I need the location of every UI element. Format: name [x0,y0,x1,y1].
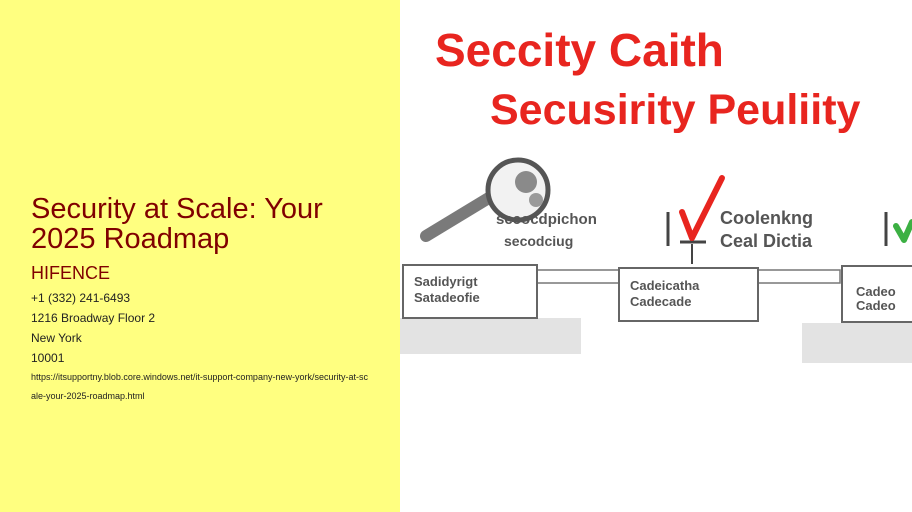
phone-number: +1 (332) 241-6493 [31,291,131,305]
green-checkmark-icon [884,212,912,246]
process-box-3 [841,265,912,323]
process-box-3-line-b: Cadeo [856,298,896,313]
roadmap-illustration: Seccity Caith Secusirity Peuliity secocd… [400,24,912,363]
connector-rail-2 [757,269,841,284]
red-checkmark-icon [666,175,725,264]
process-box-1-line-a: Sadidyrigt [414,274,478,289]
page-url: https://itsupportny.blob.core.windows.ne… [31,372,368,401]
address-zip: 10001 [31,351,65,365]
process-box-3-line-a: Cadeo [856,284,896,299]
company-name: HIFENCE [31,263,111,283]
illustration-heading-2: Secusirity Peuliity [490,86,861,134]
illustration-heading-1: Seccity Caith [435,24,724,76]
magnifier-icon [420,157,551,242]
illustration-panel: Seccity Caith Secusirity Peuliity secocd… [400,0,912,512]
address-street: 1216 Broadway Floor 2 [31,311,156,325]
step-2-caption-a: Coolenkng [720,208,813,228]
step-1-caption-b: secodciug [504,233,573,249]
process-box-2-line-a: Cadeicatha [630,278,700,293]
info-panel: Security at Scale: Your 2025 Roadmap HIF… [0,0,400,512]
base-slab-left [400,318,581,354]
base-slab-right [802,323,912,363]
connector-rail-1 [536,269,620,284]
page-title: Security at Scale: Your 2025 Roadmap [31,193,323,255]
process-box-1 [402,264,538,319]
process-box-2 [618,267,759,322]
contact-block: +1 (332) 241-6493 1216 Broadway Floor 2 … [31,288,155,368]
step-2-caption-b: Ceal Dictia [720,231,813,251]
step-1-caption-a: secocdpichon [496,211,597,228]
address-city: New York [31,331,82,345]
process-box-1-line-b: Satadeofie [414,290,480,305]
process-box-2-line-b: Cadecade [630,294,691,309]
